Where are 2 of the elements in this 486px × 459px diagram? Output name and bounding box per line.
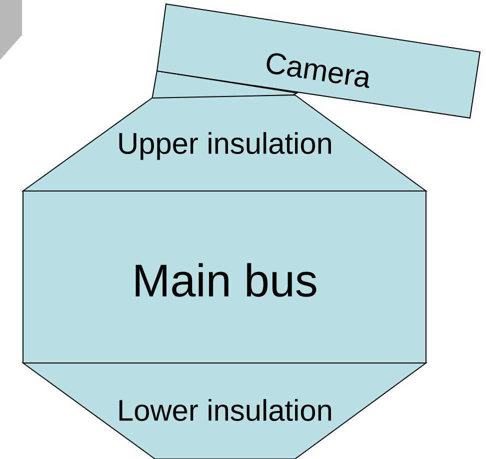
node-label: Camera <box>266 53 370 88</box>
bus-box: Main bus <box>22 190 426 364</box>
